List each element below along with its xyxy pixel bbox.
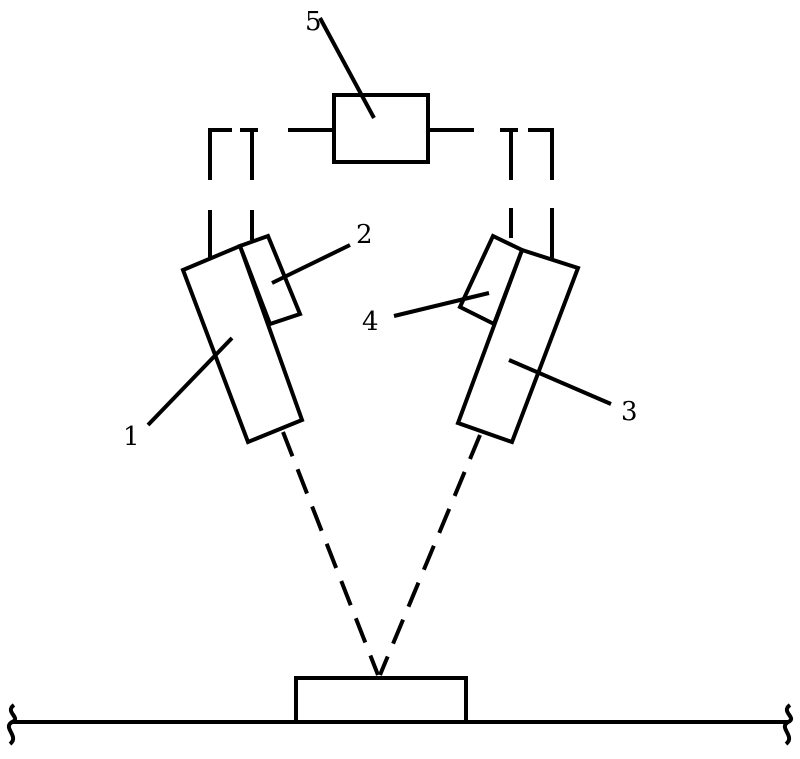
label-2: 2 <box>356 220 373 250</box>
sample-object <box>294 676 468 724</box>
component-1-body <box>180 243 305 445</box>
label-5: 5 <box>305 7 322 37</box>
component-2-body <box>237 233 303 327</box>
component-5-body <box>332 93 430 164</box>
leader-line-4 <box>393 291 490 318</box>
beam-left-dashed <box>281 431 380 676</box>
leader-line-2 <box>271 243 351 285</box>
leader-line-3 <box>508 358 612 406</box>
beam-right-dashed <box>378 434 482 676</box>
label-4: 4 <box>362 307 379 337</box>
label-1: 1 <box>123 422 140 452</box>
label-3: 3 <box>621 397 638 427</box>
left-break-mark <box>6 703 18 746</box>
right-break-mark <box>782 703 794 746</box>
component-4-body <box>457 233 525 327</box>
leader-line-5 <box>318 17 376 119</box>
left-cables <box>208 128 258 258</box>
right-cables <box>500 128 554 258</box>
component-3-body <box>455 247 581 445</box>
leader-line-1 <box>146 336 234 427</box>
